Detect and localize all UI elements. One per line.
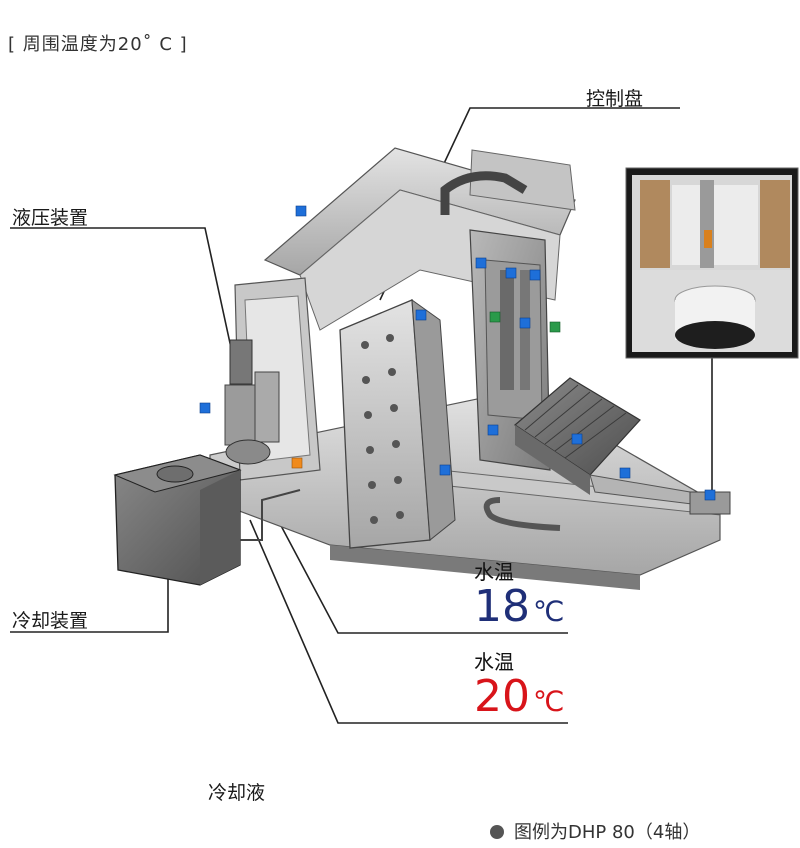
- front-plate: [339, 298, 456, 549]
- hydraulic-unit-label: 液压装置: [12, 207, 89, 229]
- water20-leader: [249, 519, 568, 724]
- temp-number: 18: [474, 581, 530, 632]
- water18-leader: [269, 504, 568, 634]
- coolant-label: 冷却液: [208, 782, 266, 804]
- bullet-dot-icon: [490, 825, 504, 839]
- temp-unit: ℃: [533, 685, 565, 718]
- water-temp-value: 20℃: [474, 675, 564, 719]
- ambient-temperature-label: [ 周围温度为20˚ C ]: [8, 34, 188, 55]
- temp-number: 20: [474, 671, 530, 722]
- sensor-markers: [199, 205, 716, 501]
- water-temp-cool: 水温 18℃: [474, 556, 564, 629]
- hydraulic-leader: [10, 227, 239, 381]
- hydraulic-unit: [224, 339, 280, 465]
- water-temp-caption: 水温: [474, 560, 514, 584]
- footnote: 图例为DHP 80（4轴）: [490, 818, 700, 844]
- cooling-leader: [10, 560, 169, 633]
- temp-unit: ℃: [533, 595, 565, 628]
- water-temp-value: 18℃: [474, 585, 564, 629]
- spindle-column: [469, 229, 551, 471]
- cooling-unit: [113, 454, 301, 586]
- water-temp-caption: 水温: [474, 650, 514, 674]
- work-table: [483, 377, 731, 531]
- cooling-unit-label: 冷却装置: [12, 610, 89, 632]
- control-panel-label: 控制盘: [586, 88, 644, 110]
- water-temp-warm: 水温 20℃: [474, 646, 564, 719]
- spindle-photo-inset: [625, 167, 799, 359]
- footnote-text: 图例为DHP 80（4轴）: [514, 822, 701, 843]
